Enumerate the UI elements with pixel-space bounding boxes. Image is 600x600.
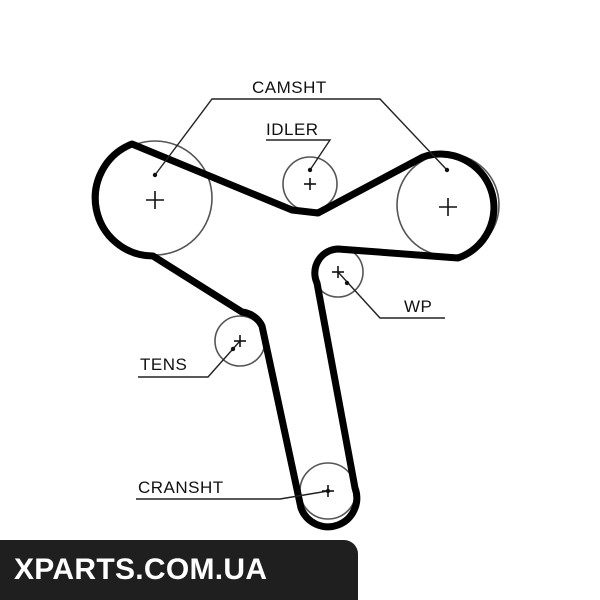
camshaft-leader: [154, 98, 448, 176]
tensioner-center-plus-icon: [234, 335, 246, 347]
water-pump-leader: [337, 271, 445, 319]
water-pump-leader-dot: [344, 280, 350, 286]
watermark-text: XPARTS.COM.UA: [14, 553, 268, 586]
camshaft-left-center-plus-icon: [146, 191, 164, 209]
idler-leader: [266, 139, 332, 171]
center-marks: [146, 178, 457, 497]
idler-leader-dot: [307, 167, 313, 173]
camshaft-right-leader-dot: [444, 167, 450, 173]
crankshaft-label: CRANSHT: [138, 478, 224, 497]
watermark-banner: XPARTS.COM.UA: [0, 540, 358, 600]
tensioner-leader: [138, 340, 241, 378]
tensioner-leader-dot: [230, 346, 236, 352]
idler-center-plus-icon: [304, 178, 316, 190]
camshaft-right-center-plus-icon: [439, 198, 457, 216]
camshaft-label: CAMSHT: [252, 78, 327, 97]
timing-belt: [91, 140, 498, 531]
leader-lines: [136, 98, 448, 500]
water-pump-center-plus-icon: [332, 266, 344, 278]
leader-dots: [152, 167, 450, 494]
crankshaft-leader: [136, 490, 329, 500]
water-pump-label: WP: [404, 297, 432, 316]
idler-label: IDLER: [266, 120, 319, 139]
crankshaft-leader-dot: [325, 488, 331, 494]
camshaft-left-leader-dot: [152, 172, 158, 178]
tensioner-label: TENS: [140, 355, 187, 374]
pulleys: [97, 140, 500, 520]
